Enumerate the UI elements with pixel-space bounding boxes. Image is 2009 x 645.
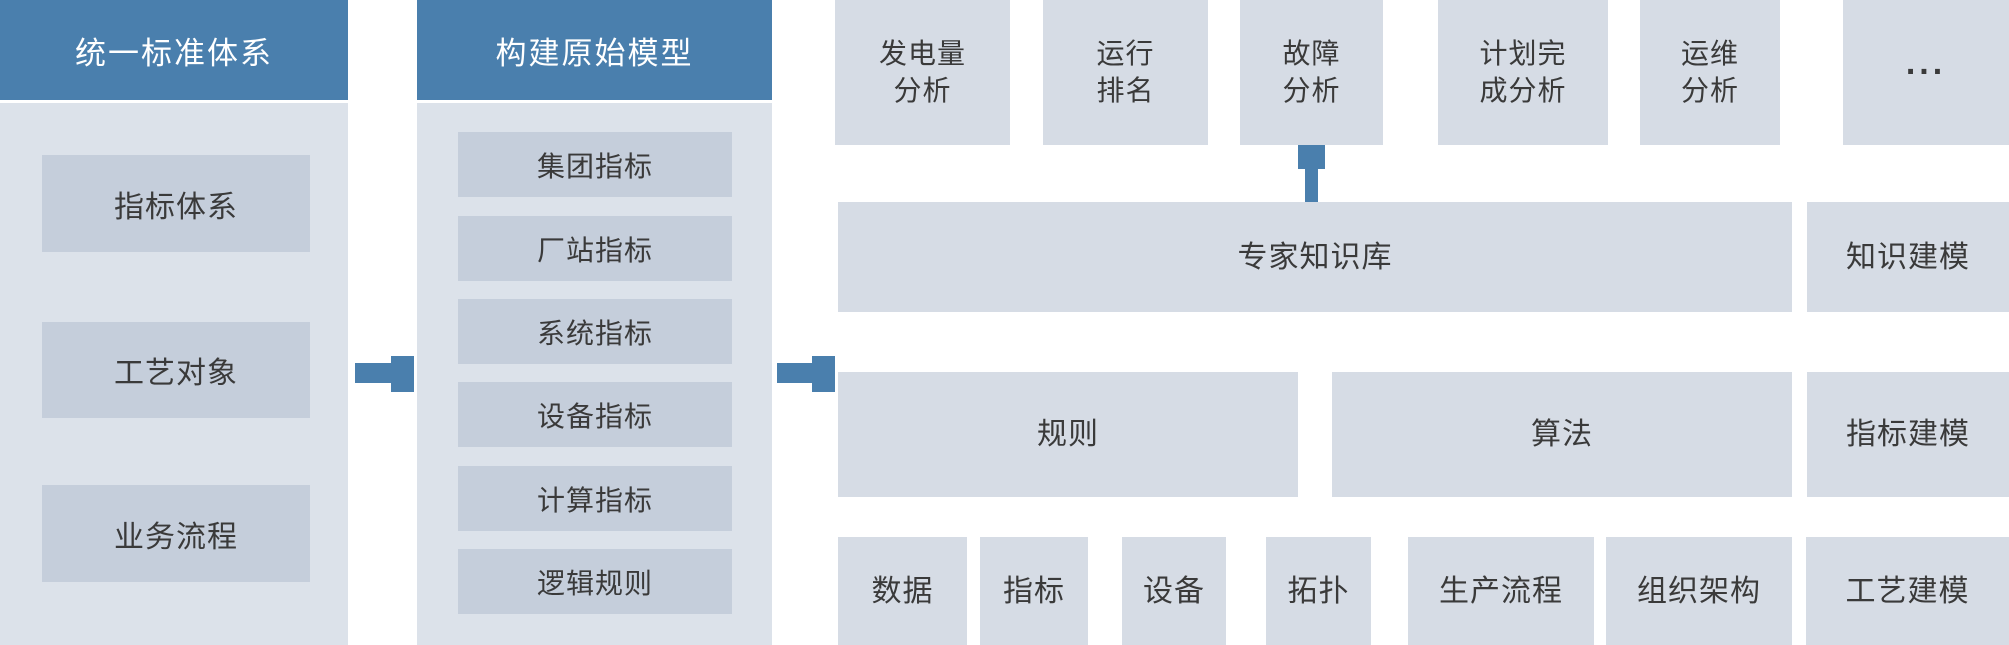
topology-box: 拓扑	[1266, 537, 1371, 645]
plan-completion-analysis-box: 计划完 成分析	[1438, 0, 1608, 145]
group-indicator-box: 集团指标	[458, 132, 732, 197]
ellipsis-icon: ...	[1905, 44, 1947, 83]
system-indicator-box: 系统指标	[458, 299, 732, 364]
plant-indicator-box: 厂站指标	[458, 216, 732, 281]
data-box: 数据	[838, 537, 967, 645]
algorithms-box: 算法	[1332, 372, 1792, 497]
om-analysis-box: 运维 分析	[1640, 0, 1780, 145]
unified-standard-system-header: 统一标准体系	[0, 0, 348, 100]
logic-rule-box: 逻辑规则	[458, 549, 732, 614]
indicator-modeling-box: 指标建模	[1807, 372, 2009, 497]
indicator-box: 指标	[980, 537, 1088, 645]
knowledge-modeling-box: 知识建模	[1807, 202, 2009, 312]
process-object-box: 工艺对象	[42, 322, 310, 418]
process-modeling-box: 工艺建模	[1806, 537, 2009, 645]
org-structure-box: 组织架构	[1606, 537, 1792, 645]
expert-knowledge-base-box: 专家知识库	[838, 202, 1792, 312]
build-original-model-header: 构建原始模型	[417, 0, 772, 100]
business-process-box: 业务流程	[42, 485, 310, 582]
fault-analysis-box: 故障 分析	[1240, 0, 1383, 145]
equipment-box: 设备	[1122, 537, 1226, 645]
power-generation-analysis-box: 发电量 分析	[835, 0, 1010, 145]
operation-ranking-box: 运行 排名	[1043, 0, 1208, 145]
calculation-indicator-box: 计算指标	[458, 466, 732, 531]
rules-box: 规则	[838, 372, 1298, 497]
more-analysis-box: ...	[1843, 0, 2009, 145]
production-process-box: 生产流程	[1408, 537, 1594, 645]
equipment-indicator-box: 设备指标	[458, 382, 732, 447]
indicator-system-box: 指标体系	[42, 155, 310, 252]
